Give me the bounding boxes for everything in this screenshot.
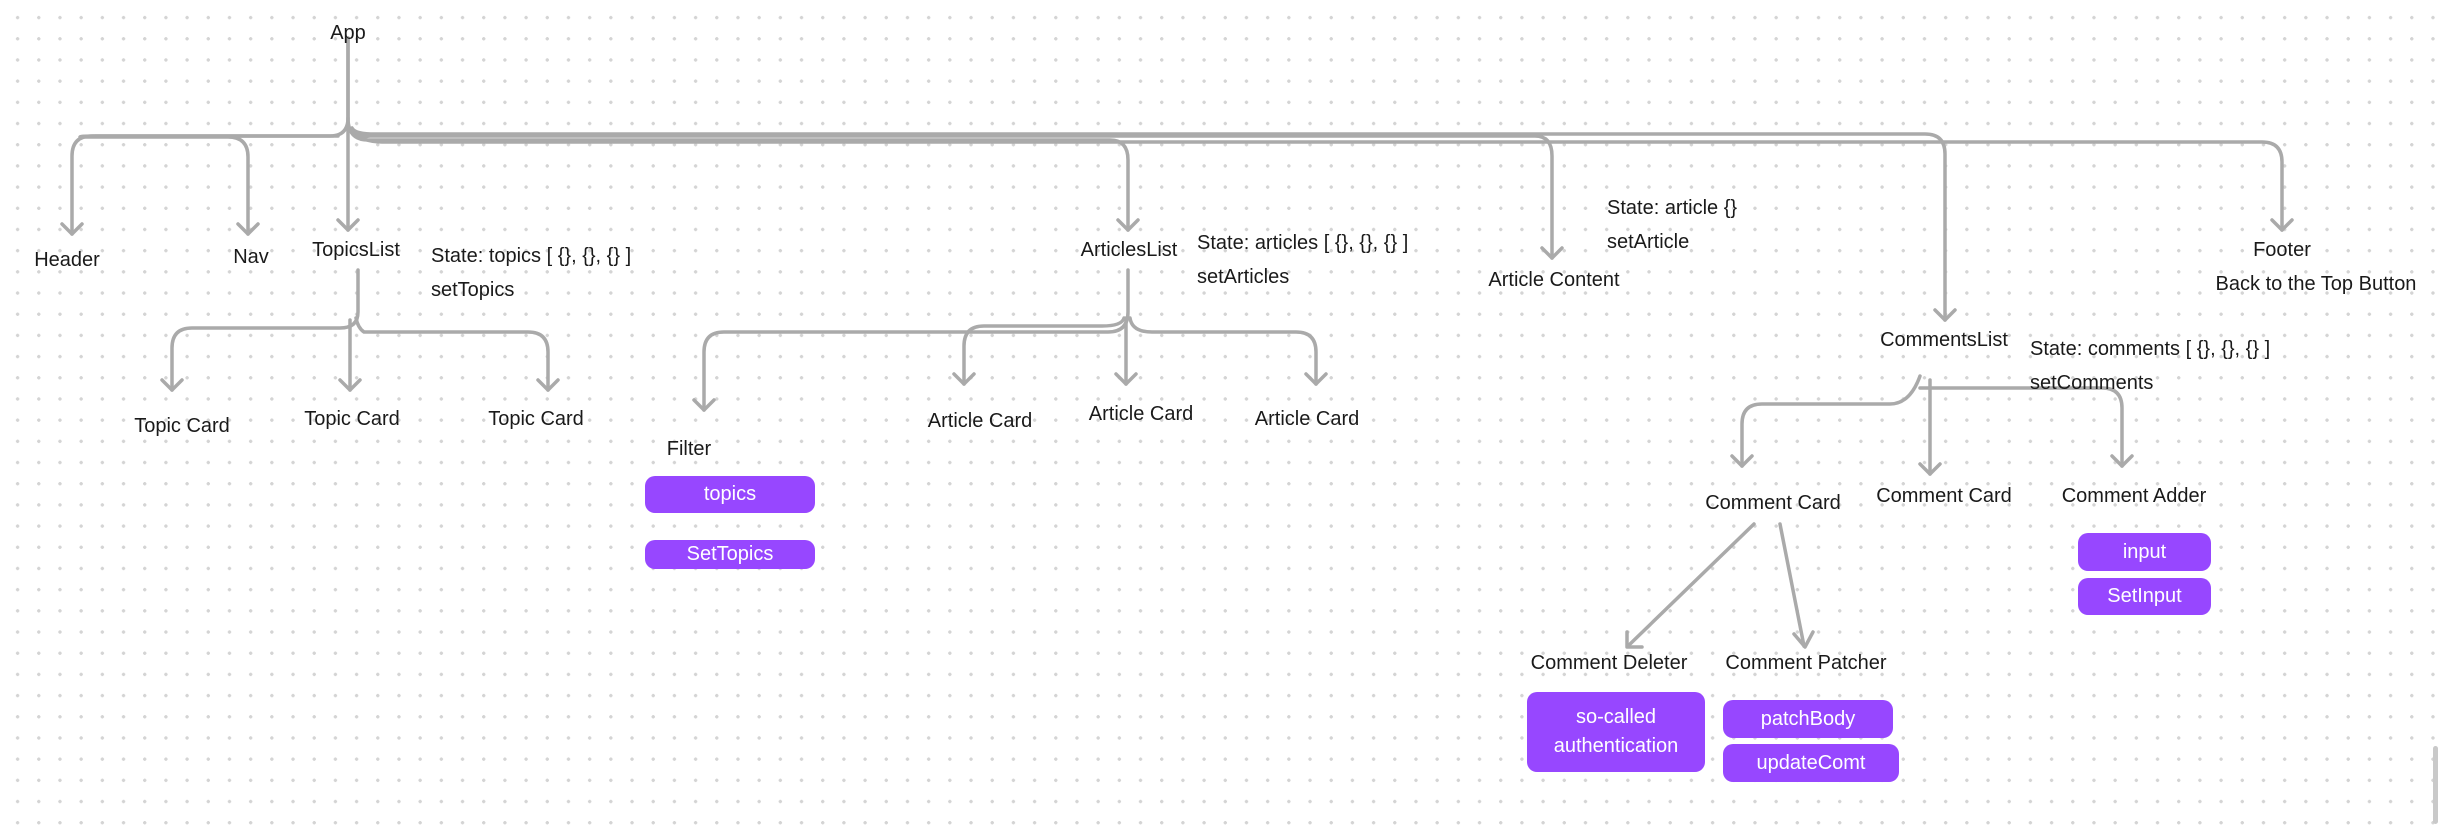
state-note-line: State: comments [ {}, {}, {} ] — [2030, 338, 2271, 360]
arrowhead-article-card-2 — [1114, 372, 1138, 386]
edge-app-nav — [78, 134, 340, 236]
tag-set-input[interactable]: SetInput — [2078, 578, 2211, 615]
node-topic-card[interactable]: Topic Card — [488, 408, 584, 430]
arrowhead-commentslist — [1933, 308, 1957, 322]
node-commentslist[interactable]: CommentsList — [1880, 329, 2008, 351]
node-article-content[interactable]: Article Content — [1488, 269, 1620, 291]
edge-commentcard-deleter — [1626, 522, 1756, 648]
edge-commentslist-card-1 — [1740, 374, 1922, 468]
state-note-line: State: article {} — [1607, 197, 1738, 219]
state-note-topics: State: topics [ {}, {}, {} ] setTopics — [431, 239, 631, 307]
state-note-line: setArticles — [1197, 266, 1290, 288]
state-note-comments: State: comments [ {}, {}, {} ] setCommen… — [2030, 332, 2270, 400]
node-app[interactable]: App — [330, 22, 366, 44]
arrowhead-articleslist — [1116, 218, 1140, 232]
state-note-line: setTopics — [431, 279, 515, 301]
node-comment-adder[interactable]: Comment Adder — [2061, 485, 2207, 507]
arrowhead-comment-card-2 — [1918, 462, 1942, 476]
tag-input[interactable]: input — [2078, 533, 2211, 571]
edge-topicslist-card-1 — [170, 268, 360, 392]
node-article-card[interactable]: Article Card — [927, 410, 1033, 432]
arrowhead-footer — [2270, 218, 2294, 232]
tag-update-comt[interactable]: updateComt — [1723, 744, 1899, 782]
arrowhead-comment-deleter — [1625, 630, 1644, 649]
arrowhead-comment-patcher — [1792, 630, 1815, 649]
node-topic-card[interactable]: Topic Card — [134, 415, 230, 437]
node-comment-deleter[interactable]: Comment Deleter — [1530, 652, 1688, 674]
arrowhead-article-content — [1540, 246, 1564, 260]
edge-app-footer — [354, 130, 2284, 232]
node-comment-card[interactable]: Comment Card — [1705, 492, 1841, 514]
state-note-line: State: articles [ {}, {}, {} ] — [1197, 232, 1409, 254]
node-footer[interactable]: Footer — [2253, 239, 2311, 261]
node-topicslist[interactable]: TopicsList — [312, 239, 400, 261]
node-article-card[interactable]: Article Card — [1088, 403, 1194, 425]
edge-topicslist-card-3 — [354, 316, 550, 392]
edge-articleslist-card-1 — [962, 316, 1126, 386]
arrowhead-article-card-3 — [1304, 372, 1328, 386]
state-note-article: State: article {} setArticle — [1607, 191, 1737, 259]
node-comment-patcher[interactable]: Comment Patcher — [1725, 652, 1887, 674]
arrowhead-comment-adder — [2110, 454, 2134, 468]
edge-commentcard-patcher — [1778, 522, 1806, 648]
node-topic-card[interactable]: Topic Card — [304, 408, 400, 430]
edge-app-article-content — [346, 122, 1554, 260]
node-articleslist[interactable]: ArticlesList — [1080, 239, 1178, 261]
vertical-scrollbar[interactable] — [2433, 746, 2438, 824]
state-note-line: setComments — [2030, 372, 2154, 394]
node-nav[interactable]: Nav — [233, 246, 269, 268]
arrowhead-article-card-1 — [952, 372, 976, 386]
state-note-line: State: topics [ {}, {}, {} ] — [431, 245, 632, 267]
state-note-articles: State: articles [ {}, {}, {} ] setArticl… — [1197, 226, 1408, 294]
state-note-line: setArticle — [1607, 231, 1690, 253]
node-article-card[interactable]: Article Card — [1254, 408, 1360, 430]
arrowhead-topic-card-2 — [338, 378, 362, 392]
node-header[interactable]: Header — [34, 249, 100, 271]
tag-topics[interactable]: topics — [645, 476, 815, 513]
arrowhead-topicslist — [336, 218, 360, 232]
arrowhead-header — [60, 222, 84, 236]
arrowhead-topic-card-3 — [536, 378, 560, 392]
node-filter[interactable]: Filter — [666, 438, 712, 460]
arrowhead-filter — [692, 398, 716, 412]
tag-patch-body[interactable]: patchBody — [1723, 700, 1893, 738]
arrowhead-comment-card-1 — [1730, 454, 1754, 468]
tag-so-called-authentication[interactable]: so-called authentication — [1527, 692, 1705, 772]
tag-set-topics[interactable]: SetTopics — [645, 540, 815, 569]
arrowhead-nav — [236, 222, 260, 236]
edge-articleslist-filter — [702, 268, 1130, 412]
edge-articleslist-card-3 — [1128, 316, 1318, 386]
arrowhead-topic-card-1 — [160, 378, 184, 392]
node-back-to-top[interactable]: Back to the Top Button — [2215, 273, 2417, 295]
node-comment-card[interactable]: Comment Card — [1876, 485, 2012, 507]
edge-commentslist-adder — [1918, 386, 2124, 468]
